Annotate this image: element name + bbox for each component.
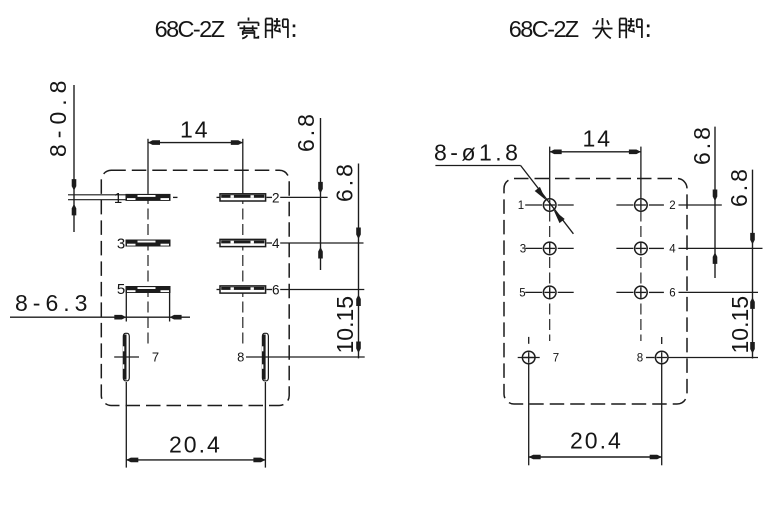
svg-text:8-0.8: 8-0.8 (45, 75, 71, 157)
svg-text:14: 14 (583, 126, 613, 152)
svg-text:68C-2Z: 68C-2Z (155, 16, 225, 42)
svg-text:20.4: 20.4 (570, 428, 623, 454)
svg-text:6.8: 6.8 (332, 161, 358, 202)
svg-text:6: 6 (669, 288, 675, 300)
svg-text:10.15: 10.15 (332, 296, 358, 354)
svg-text:6.8: 6.8 (689, 124, 715, 165)
svg-text:8: 8 (237, 350, 244, 365)
svg-text:2: 2 (669, 200, 675, 212)
svg-text:7: 7 (152, 350, 159, 365)
svg-text:14: 14 (180, 117, 210, 143)
svg-text:3: 3 (117, 235, 125, 252)
svg-text:4: 4 (669, 244, 676, 256)
svg-text:7: 7 (553, 353, 559, 365)
svg-text:5: 5 (117, 281, 125, 298)
svg-text:68C-2Z: 68C-2Z (509, 16, 579, 42)
svg-text:2: 2 (272, 190, 280, 205)
svg-text:10.15: 10.15 (727, 296, 753, 354)
svg-text:1: 1 (518, 200, 524, 212)
svg-text:8-6.3: 8-6.3 (15, 290, 92, 316)
svg-text:3: 3 (520, 244, 526, 256)
svg-text:4: 4 (272, 236, 280, 251)
svg-text:8: 8 (637, 353, 643, 365)
svg-text:6.8: 6.8 (293, 111, 319, 152)
svg-text:8-ø1.8: 8-ø1.8 (434, 140, 521, 166)
svg-text:1: 1 (114, 190, 122, 207)
svg-text:5: 5 (519, 288, 525, 300)
svg-text:6: 6 (272, 282, 280, 297)
svg-text:6.8: 6.8 (726, 166, 752, 207)
svg-text:20.4: 20.4 (169, 431, 222, 457)
